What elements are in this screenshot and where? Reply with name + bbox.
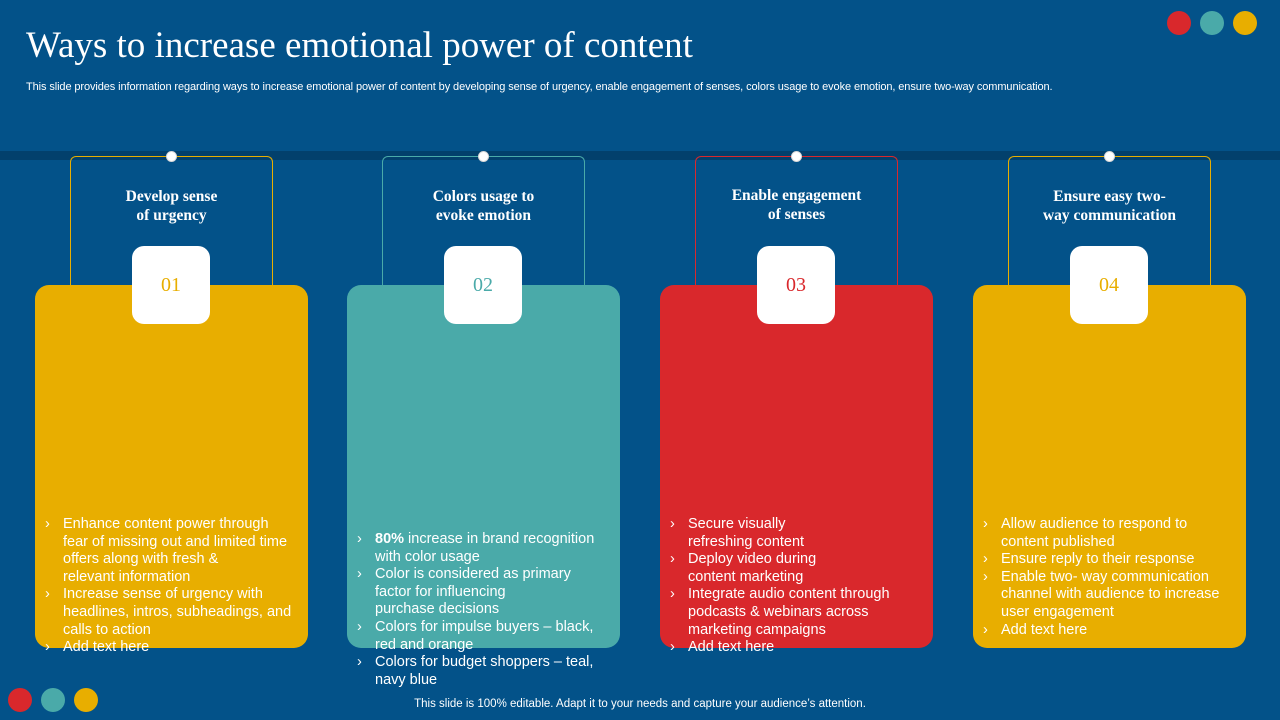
slide-footer: This slide is 100% editable. Adapt it to… bbox=[414, 698, 866, 710]
step-column-2: Colors usage to evoke emotion 80% increa… bbox=[347, 150, 620, 688]
teal-dot bbox=[41, 688, 65, 712]
timeline-rail bbox=[0, 151, 1280, 160]
step-heading: Ensure easy two- way communication bbox=[1042, 188, 1177, 224]
timeline-pin bbox=[1104, 151, 1115, 162]
decor-dots-top bbox=[1167, 11, 1257, 35]
bullet-item: Integrate audio content through podcasts… bbox=[667, 586, 929, 639]
red-dot bbox=[8, 688, 32, 712]
step-column-1: Develop sense of urgency Enhance content… bbox=[35, 150, 308, 656]
step-number-badge: 03 bbox=[757, 246, 835, 324]
step-column-3: Enable engagement of senses Secure visua… bbox=[660, 150, 933, 656]
step-bullets: Allow audience to respond to content pub… bbox=[980, 516, 1242, 639]
step-column-4: Ensure easy two- way communication Allow… bbox=[973, 150, 1246, 650]
teal-dot bbox=[1200, 11, 1224, 35]
bullet-item: Secure visually refreshing content bbox=[667, 516, 929, 551]
step-card: Enhance content power through fear of mi… bbox=[35, 285, 308, 656]
timeline-pin bbox=[791, 151, 802, 162]
step-bullets: 80% increase in brand recognition with c… bbox=[354, 531, 616, 689]
red-dot bbox=[1167, 11, 1191, 35]
step-bullets: Enhance content power through fear of mi… bbox=[42, 516, 304, 657]
bullet-item: Enhance content power through fear of mi… bbox=[42, 516, 304, 586]
bullet-item: Ensure reply to their response bbox=[980, 551, 1242, 569]
bullet-item: Color is considered as primary factor fo… bbox=[354, 566, 616, 619]
step-heading: Colors usage to evoke emotion bbox=[432, 188, 535, 224]
bullet-item: Add text here bbox=[42, 639, 304, 657]
bullet-item: Colors for budget shoppers – teal, navy … bbox=[354, 654, 616, 689]
slide-subtitle: This slide provides information regardin… bbox=[26, 81, 1053, 93]
step-number-badge: 02 bbox=[444, 246, 522, 324]
bullet-item: 80% increase in brand recognition with c… bbox=[354, 531, 616, 566]
timeline-pin bbox=[478, 151, 489, 162]
bullet-item: Enable two- way communication channel wi… bbox=[980, 569, 1242, 622]
bullet-item: Increase sense of urgency with headlines… bbox=[42, 586, 304, 639]
step-card: Secure visually refreshing content Deplo… bbox=[660, 285, 933, 656]
step-card: Allow audience to respond to content pub… bbox=[973, 285, 1246, 648]
decor-dots-bottom bbox=[8, 688, 98, 712]
yellow-dot bbox=[74, 688, 98, 712]
step-number-badge: 01 bbox=[132, 246, 210, 324]
timeline-pin bbox=[166, 151, 177, 162]
step-number-badge: 04 bbox=[1070, 246, 1148, 324]
bullet-item: Deploy video during content marketing bbox=[667, 551, 929, 586]
bullet-item: Colors for impulse buyers – black, red a… bbox=[354, 619, 616, 654]
bullet-item: Add text here bbox=[980, 622, 1242, 640]
highlight-stat: 80% bbox=[375, 531, 405, 547]
step-heading: Enable engagement of senses bbox=[731, 187, 862, 223]
bullet-item: Allow audience to respond to content pub… bbox=[980, 516, 1242, 551]
step-card: 80% increase in brand recognition with c… bbox=[347, 285, 620, 688]
step-bullets: Secure visually refreshing content Deplo… bbox=[667, 516, 929, 657]
bullet-item: Add text here bbox=[667, 639, 929, 657]
step-heading: Develop sense of urgency bbox=[125, 188, 218, 224]
slide-title: Ways to increase emotional power of cont… bbox=[26, 25, 693, 66]
yellow-dot bbox=[1233, 11, 1257, 35]
